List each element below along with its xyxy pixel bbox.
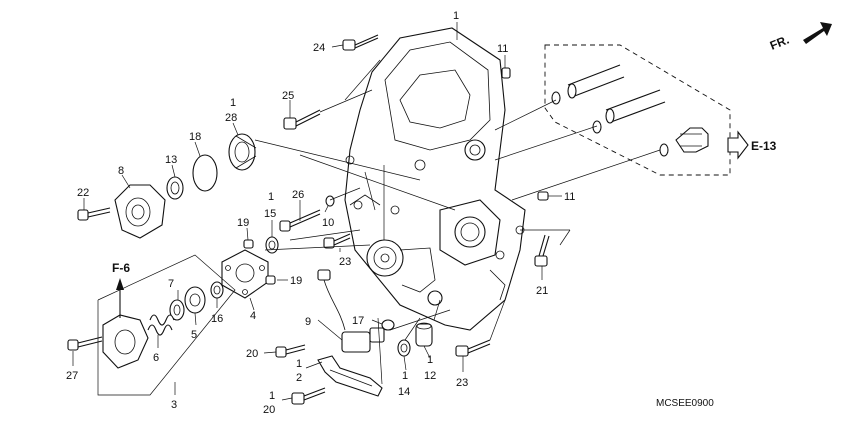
housing-8 bbox=[114, 184, 166, 239]
callout-18: 18 bbox=[189, 131, 201, 143]
callout-11-right: 11 bbox=[564, 191, 575, 203]
callout-28: 28 bbox=[225, 112, 237, 124]
cover-3 bbox=[102, 314, 149, 369]
callout-9: 9 bbox=[305, 316, 311, 328]
bolt-22 bbox=[77, 207, 111, 221]
bolt-23-lower bbox=[455, 339, 491, 357]
callout-labels: 1 11 24 25 1 28 18 13 8 22 1 15 26 10 19… bbox=[66, 10, 575, 416]
bolt-27 bbox=[67, 336, 103, 351]
oil-seal-13 bbox=[166, 176, 184, 200]
callout-11-top: 11 bbox=[497, 43, 508, 55]
callout-19-lower: 19 bbox=[290, 275, 302, 287]
gasket-4 bbox=[221, 249, 269, 299]
callout-2: 2 bbox=[296, 372, 302, 384]
spacer-5 bbox=[184, 286, 206, 314]
sub-assembly-dashed-box bbox=[544, 44, 731, 176]
callout-4: 4 bbox=[250, 310, 256, 322]
dowel-pin-11-top bbox=[501, 67, 511, 79]
callout-16: 16 bbox=[211, 313, 223, 325]
o-ring-17 bbox=[381, 319, 395, 331]
washer-10 bbox=[325, 195, 335, 207]
callout-1-bolt20: 1 bbox=[269, 390, 275, 402]
sensor-9 bbox=[317, 269, 385, 353]
hollow-arrow-icon bbox=[727, 130, 749, 160]
e13-label: E-13 bbox=[751, 139, 777, 153]
callout-1-washer: 1 bbox=[402, 370, 408, 382]
callout-15: 15 bbox=[264, 208, 276, 220]
bolt-20-upper bbox=[275, 344, 306, 358]
callout-1-clamp: 1 bbox=[296, 358, 302, 370]
callout-3: 3 bbox=[171, 399, 177, 411]
callout-21: 21 bbox=[536, 285, 548, 297]
seal-7 bbox=[169, 299, 185, 321]
cover-assembly-bracket bbox=[97, 254, 236, 396]
diagram-code: MCSEE0900 bbox=[656, 398, 714, 409]
dowel-pin-19-a bbox=[243, 239, 254, 249]
callout-8: 8 bbox=[118, 165, 124, 177]
callout-27: 27 bbox=[66, 370, 78, 382]
callout-14: 14 bbox=[398, 386, 410, 398]
bolt-23-upper bbox=[323, 233, 351, 249]
f6-reference: F-6 bbox=[112, 261, 130, 318]
collar-12 bbox=[415, 322, 433, 347]
callout-1-bearing: 1 bbox=[230, 97, 236, 109]
o-ring-16 bbox=[210, 281, 224, 299]
spring-6 bbox=[147, 314, 175, 336]
bolt-26 bbox=[279, 209, 321, 232]
connection-lines bbox=[254, 59, 661, 385]
callout-1-case: 1 bbox=[453, 10, 459, 22]
callout-23-upper: 23 bbox=[339, 256, 351, 268]
callout-12: 12 bbox=[424, 370, 436, 382]
e13-reference: E-13 bbox=[727, 130, 777, 160]
callout-13: 13 bbox=[165, 154, 177, 166]
callout-6: 6 bbox=[153, 352, 159, 364]
leader-lines bbox=[72, 22, 562, 401]
front-arrow-icon bbox=[803, 22, 832, 44]
callout-20-lower: 20 bbox=[263, 404, 275, 416]
callout-26: 26 bbox=[292, 189, 304, 201]
front-direction-indicator: FR. bbox=[768, 22, 832, 53]
callout-23-lower: 23 bbox=[456, 377, 468, 389]
bolt-25 bbox=[283, 109, 321, 130]
callout-10: 10 bbox=[322, 217, 334, 229]
bushing-15 bbox=[265, 236, 279, 254]
bearing-28 bbox=[228, 133, 257, 171]
bolt-20-lower bbox=[291, 387, 326, 405]
washer-14 bbox=[397, 339, 411, 357]
f6-label: F-6 bbox=[112, 261, 130, 275]
callout-5: 5 bbox=[191, 329, 197, 341]
dowel-pin-11-right bbox=[537, 191, 549, 201]
pipe-assembly bbox=[551, 64, 709, 157]
callout-19-upper: 19 bbox=[237, 217, 249, 229]
clamp-2 bbox=[317, 355, 383, 397]
callout-20-upper: 20 bbox=[246, 348, 258, 360]
callout-24: 24 bbox=[313, 42, 325, 54]
callout-1-collar: 1 bbox=[427, 354, 433, 366]
front-direction-label: FR. bbox=[768, 33, 791, 53]
callout-17: 17 bbox=[352, 315, 364, 327]
callout-25: 25 bbox=[282, 90, 294, 102]
callout-7: 7 bbox=[168, 278, 174, 290]
circlip-18 bbox=[192, 154, 218, 192]
bolt-24 bbox=[342, 34, 379, 51]
callout-22: 22 bbox=[77, 187, 89, 199]
bolt-21 bbox=[534, 234, 550, 267]
up-arrow-icon bbox=[116, 278, 124, 290]
callout-1-bushing: 1 bbox=[268, 191, 274, 203]
dowel-pin-19-b bbox=[265, 275, 276, 285]
rear-case-body bbox=[344, 27, 526, 331]
